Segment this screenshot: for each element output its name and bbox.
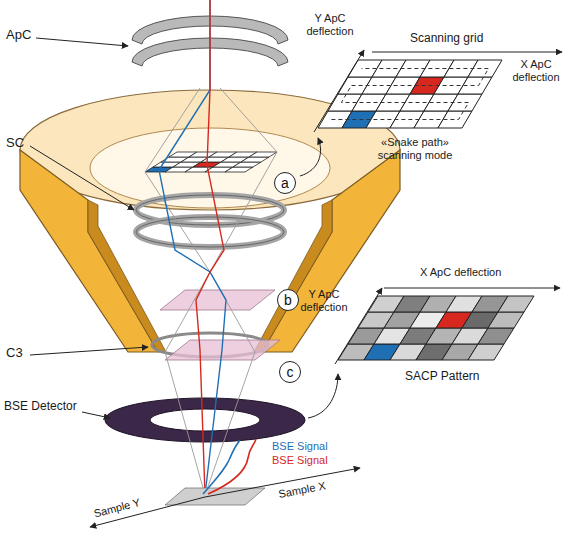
grid-cell bbox=[233, 162, 261, 167]
callout-letter: b bbox=[284, 293, 292, 307]
image-plane bbox=[160, 290, 275, 310]
callout-circle: a bbox=[274, 172, 296, 194]
lens-body bbox=[20, 90, 400, 357]
callout-circle: c bbox=[279, 361, 301, 383]
blue-ray bbox=[159, 0, 226, 495]
sc-rings bbox=[136, 195, 284, 247]
scanning-grid-inset bbox=[318, 60, 502, 128]
sacp-pattern-inset bbox=[338, 296, 534, 360]
inset-title: SACP Pattern bbox=[405, 370, 479, 384]
sacp-y-arrow bbox=[335, 288, 382, 364]
part-label: C3 bbox=[6, 346, 23, 361]
callout-letter: c bbox=[287, 365, 294, 379]
callout-circle: b bbox=[277, 289, 299, 311]
signal-label: BSE Signal bbox=[272, 454, 328, 467]
leader-arrows bbox=[30, 38, 338, 418]
part-label: ApC bbox=[6, 28, 31, 43]
grid-cell bbox=[438, 111, 472, 128]
bse-signal-blue bbox=[203, 440, 240, 494]
grid-cell bbox=[488, 312, 524, 328]
scan-x-arrow bbox=[372, 52, 562, 53]
red-ray bbox=[196, 0, 224, 495]
grid-cell bbox=[478, 328, 514, 344]
grid-cell bbox=[468, 344, 504, 360]
grid-cell bbox=[458, 77, 492, 94]
callout-letter: a bbox=[281, 176, 289, 190]
scan-y-arrow bbox=[314, 50, 364, 132]
sacp-x-arrow bbox=[384, 288, 560, 289]
grid-cell bbox=[498, 296, 534, 312]
part-label: BSE Detector bbox=[4, 400, 77, 414]
snake-path bbox=[331, 69, 488, 120]
axis-label: Y ApC deflection bbox=[296, 288, 352, 313]
axis-label: Y ApC deflection bbox=[300, 12, 360, 37]
bse-detector-ring bbox=[105, 398, 305, 442]
bse-signal-red bbox=[208, 439, 256, 494]
signal-label: BSE Signal bbox=[272, 440, 328, 453]
beam-envelope bbox=[145, 88, 277, 495]
part-label: SC bbox=[6, 136, 24, 151]
grid-cell bbox=[241, 157, 269, 162]
inset-caption: «Snake path» scanning mode bbox=[360, 136, 470, 161]
axis-label: Sample Y bbox=[92, 496, 141, 520]
axis-label: X ApC deflection bbox=[508, 58, 564, 83]
grid-cell bbox=[249, 152, 277, 157]
axis-label: X ApC deflection bbox=[420, 266, 501, 279]
grid-cell bbox=[225, 167, 253, 172]
inset-title: Scanning grid bbox=[410, 32, 483, 46]
